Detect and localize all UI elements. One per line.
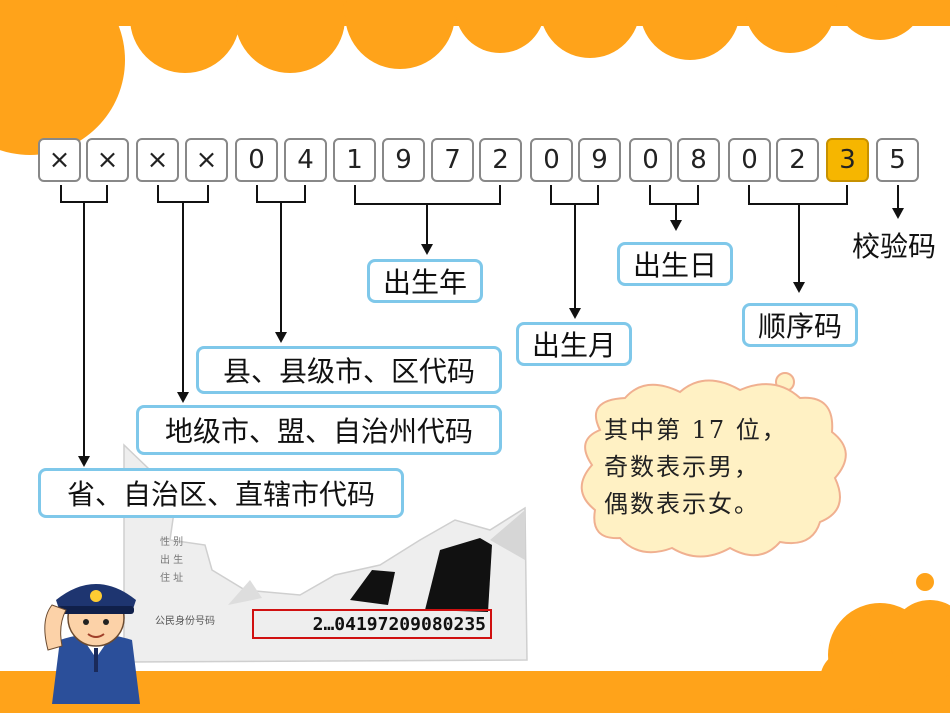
label-prefecture-code: 地级市、盟、自治州代码 — [136, 405, 502, 455]
id-card-number-highlight: 2…041972090802​35 — [252, 609, 492, 639]
bubble-note-line: 其中第 17 位， — [604, 416, 788, 444]
id-card-field: 住 址 — [160, 573, 184, 584]
id-digit-box: × — [185, 138, 228, 182]
id-digit-box: 1 — [333, 138, 376, 182]
label-birth-year: 出生年 — [367, 259, 483, 303]
connector-birth-day — [649, 185, 699, 222]
id-digit-box: 5 — [876, 138, 919, 182]
arrow-head — [421, 244, 433, 255]
id-digit-box: × — [38, 138, 81, 182]
id-digit-box: 4 — [284, 138, 327, 182]
arrow-head — [569, 308, 581, 319]
id-card-number-label: 公民身份号码 — [155, 616, 215, 627]
connector-province — [60, 185, 108, 458]
label-birth-day: 出生日 — [617, 242, 733, 286]
id-digit-box: 9 — [382, 138, 425, 182]
id-digit-box: 0 — [629, 138, 672, 182]
id-digit-box: 0 — [530, 138, 573, 182]
connector-prefecture — [157, 185, 209, 394]
thought-bubble — [580, 372, 847, 558]
label-check-code: 校验码 — [851, 230, 936, 263]
arrow-head — [78, 456, 90, 467]
orange-dot-decoration — [866, 606, 902, 642]
bubble-note-line: 偶数表示女。 — [604, 490, 760, 518]
id-digit-box: × — [136, 138, 179, 182]
arrow-head — [670, 220, 682, 231]
connector-birth-month — [550, 185, 599, 310]
bubble-note: 其中第 17 位， 奇数表示男， 偶数表示女。 — [604, 412, 834, 523]
connector-birth-year — [354, 185, 501, 246]
id-digit-box: 0 — [235, 138, 278, 182]
id-digit-box: 2 — [776, 138, 819, 182]
id-digit-box: × — [86, 138, 129, 182]
id-digit-box-highlighted: 3 — [826, 138, 869, 182]
bubble-note-line: 奇数表示男， — [604, 453, 760, 481]
label-birth-month: 出生月 — [516, 322, 632, 366]
arrow-head — [793, 282, 805, 293]
label-county-code: 县、县级市、区代码 — [196, 346, 502, 394]
top-cloud-decoration — [0, 0, 950, 155]
bottom-band-decoration — [0, 600, 950, 713]
id-card-field: 出 生 — [160, 555, 184, 566]
label-province-code: 省、自治区、直辖市代码 — [38, 468, 404, 518]
connector-county — [256, 185, 306, 334]
id-digit-box: 9 — [578, 138, 621, 182]
connector-sequence — [748, 185, 848, 284]
police-officer-cartoon — [44, 584, 140, 704]
id-card-number: 2…041972090802​35 — [312, 613, 486, 635]
label-sequence-code: 顺序码 — [742, 303, 858, 347]
id-digit-box: 0 — [728, 138, 771, 182]
arrow-head — [177, 392, 189, 403]
id-card-field: 性 别 — [160, 537, 184, 548]
id-digit-box: 8 — [677, 138, 720, 182]
id-digit-box: 7 — [431, 138, 474, 182]
id-digit-box: 2 — [479, 138, 522, 182]
orange-dot-decoration — [916, 573, 934, 591]
arrow-head — [275, 332, 287, 343]
arrow-head — [892, 208, 904, 219]
